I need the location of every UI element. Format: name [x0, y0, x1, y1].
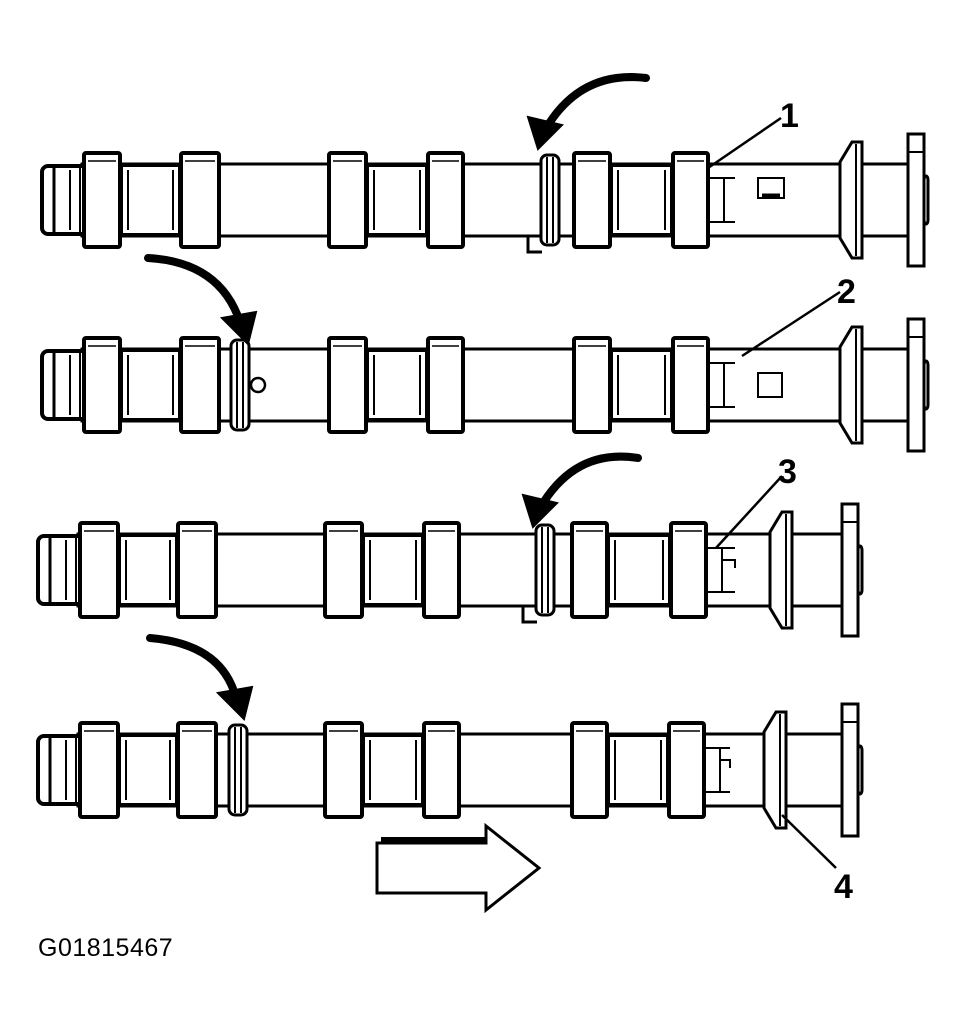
cam-lobe: [78, 521, 120, 619]
mounting-plate: [906, 317, 926, 453]
callout-1-label: 1: [780, 97, 799, 135]
cam-lobe: [671, 336, 710, 434]
callout-4-label: 4: [834, 868, 853, 906]
sprocket-flange: [762, 710, 788, 830]
mounting-plate: [906, 132, 926, 268]
cam-lobe: [176, 721, 218, 819]
journal: [121, 165, 180, 235]
leader-line-3: [715, 475, 783, 549]
cam-lobe: [570, 521, 609, 619]
journal: [611, 350, 672, 420]
arrow-head: [521, 493, 559, 529]
reluctor-ring: [534, 523, 556, 617]
cam-lobe: [179, 336, 221, 434]
journal: [119, 735, 177, 805]
cam-lobe: [426, 151, 465, 249]
camshaft-4: [36, 702, 864, 838]
reluctor-key: [521, 606, 537, 624]
callout-2: 2: [837, 273, 856, 311]
camshaft-nose: [40, 164, 90, 236]
callout-3: 3: [778, 453, 797, 491]
sprocket-flange: [838, 140, 864, 260]
callout-4: 4: [834, 868, 853, 906]
cam-lobe: [669, 521, 708, 619]
journal: [367, 350, 427, 420]
cam-lobe: [176, 521, 218, 619]
arrow-shaft: [144, 254, 244, 326]
keyway-notch: [722, 559, 736, 568]
rotation-arrows: [144, 73, 650, 721]
dowel-pin: [249, 376, 267, 394]
curved-arrow-icon: [146, 634, 254, 721]
reluctor-ring: [539, 153, 561, 247]
journal: [121, 350, 180, 420]
cam-lobe: [426, 336, 465, 434]
reluctor-key: [526, 236, 542, 254]
camshaft-nose: [36, 734, 86, 806]
mounting-plate: [840, 702, 860, 838]
arrow-head: [215, 685, 254, 721]
shaft-tip: [856, 544, 864, 596]
cam-lobe: [422, 521, 461, 619]
cam-lobe: [323, 521, 364, 619]
shaft-tip: [922, 174, 930, 226]
curved-arrow-icon: [144, 254, 258, 346]
journal: [608, 735, 668, 805]
journal: [363, 735, 423, 805]
camshaft-2: [40, 317, 930, 453]
cam-lobe: [323, 721, 364, 819]
reluctor-ring: [229, 338, 251, 432]
curved-arrow-icon: [526, 73, 650, 151]
cam-lobe: [179, 151, 221, 249]
arrow-head: [526, 115, 564, 151]
arrow-shaft: [146, 634, 240, 702]
camshaft-group: [36, 132, 930, 838]
shaft-tip: [922, 359, 930, 411]
callout-leaders: [707, 116, 841, 869]
keyway-slot: [757, 372, 783, 398]
journal: [611, 165, 672, 235]
cam-lobe: [422, 721, 461, 819]
cam-lobe: [82, 336, 122, 434]
cam-lobe: [78, 721, 120, 819]
leader-line-4: [781, 814, 837, 869]
shaft-tip: [856, 744, 864, 796]
arrow-shaft: [541, 73, 650, 134]
cam-lobe: [572, 336, 612, 434]
cam-lobe: [327, 336, 368, 434]
sprocket-flange: [838, 325, 864, 445]
mounting-plate: [840, 502, 860, 638]
camshaft-3: [36, 502, 864, 638]
cam-lobe: [570, 721, 609, 819]
callout-2-label: 2: [837, 273, 856, 311]
cam-lobe: [82, 151, 122, 249]
journal: [119, 535, 177, 605]
camshaft-1: [40, 132, 930, 268]
leader-line-1: [707, 116, 782, 170]
leader-line-2: [741, 290, 841, 358]
camshaft-nose: [36, 534, 86, 606]
arrow-head: [219, 310, 258, 346]
keyway-notch: [720, 759, 731, 768]
arrow-shaft: [536, 452, 642, 512]
cam-lobe: [327, 151, 368, 249]
cam-lobe: [667, 721, 706, 819]
figure-id: G01815467: [38, 934, 174, 962]
callout-1: 1: [780, 97, 799, 135]
journal: [367, 165, 427, 235]
right-arrow-icon: [375, 822, 542, 914]
cam-lobe: [671, 151, 710, 249]
callout-3-label: 3: [778, 453, 797, 491]
journal: [608, 535, 670, 605]
camshaft-nose: [40, 349, 90, 421]
curved-arrow-icon: [521, 452, 642, 529]
sprocket-flange: [768, 510, 794, 630]
cam-lobe: [572, 151, 612, 249]
reluctor-ring: [227, 723, 249, 817]
journal: [363, 535, 423, 605]
